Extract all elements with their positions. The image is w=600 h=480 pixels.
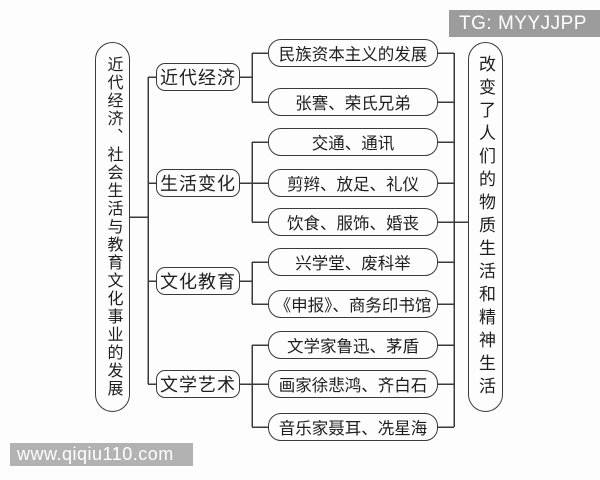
- leaf-node: 交通、通讯: [268, 128, 438, 156]
- leaf-node: 画家徐悲鸿、齐白石: [268, 370, 438, 398]
- leaf-node: 剪辫、放足、礼仪: [268, 169, 438, 197]
- branch-node-culture-education: 文化教育: [156, 267, 240, 295]
- tg-watermark-banner: TG: MYYJJPP: [449, 10, 600, 37]
- leaf-node: 文学家鲁迅、茅盾: [268, 331, 438, 359]
- conclusion-node: 改变了人们的物质生活和精神生活: [468, 42, 503, 412]
- leaf-node: 张謇、荣氏兄弟: [268, 88, 438, 116]
- branch-node-economy: 近代经济: [156, 63, 240, 91]
- leaf-node: 饮食、服饰、婚丧: [268, 208, 438, 236]
- branch-node-literature-art: 文学艺术: [156, 370, 240, 398]
- leaf-node: 兴学堂、废科举: [268, 248, 438, 276]
- leaf-node: 音乐家聂耳、冼星海: [268, 413, 438, 441]
- root-node-label: 近代经济、社会生活与教育文化事业的发展: [104, 56, 122, 398]
- leaf-node: 《申报》、商务印书馆: [268, 290, 438, 318]
- root-node: 近代经济、社会生活与教育文化事业的发展: [95, 42, 130, 412]
- leaf-node: 民族资本主义的发展: [268, 39, 438, 67]
- site-watermark: www.qiqiu110.com: [10, 443, 193, 466]
- conclusion-node-label: 改变了人们的物质生活和精神生活: [476, 54, 495, 400]
- branch-node-life-change: 生活变化: [156, 169, 240, 197]
